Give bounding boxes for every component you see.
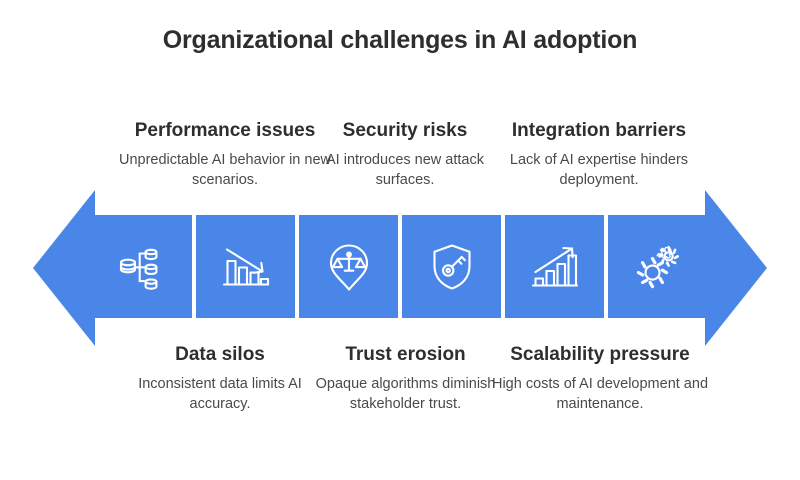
tile-trust-erosion[interactable] bbox=[299, 215, 398, 318]
tile-data-silos[interactable] bbox=[93, 215, 192, 318]
arrow-shaft bbox=[93, 215, 707, 318]
label-description: Inconsistent data limits AI accuracy. bbox=[138, 375, 302, 412]
label-group-security-risks: Security risks AI introduces new attack … bbox=[305, 120, 505, 190]
label-description: AI introduces new attack surfaces. bbox=[326, 152, 484, 188]
label-heading: Performance issues bbox=[134, 120, 316, 142]
growth-bar-chart-icon bbox=[527, 239, 583, 295]
tile-performance-issues[interactable] bbox=[196, 215, 295, 318]
label-description: Unpredictable AI behavior in new scenari… bbox=[119, 152, 331, 188]
label-description: Opaque algorithms diminish stakeholder t… bbox=[315, 375, 496, 412]
label-description: High costs of AI development and mainten… bbox=[491, 375, 709, 412]
tile-scalability-pressure[interactable] bbox=[505, 215, 604, 318]
process-arrow-band bbox=[0, 190, 800, 346]
label-group-integration-barriers: Integration barriers Lack of AI expertis… bbox=[491, 120, 707, 190]
tile-security-risks[interactable] bbox=[402, 215, 501, 318]
label-heading: Security risks bbox=[342, 120, 468, 142]
label-group-performance-issues: Performance issues Unpredictable AI beha… bbox=[97, 120, 353, 190]
tile-integration-barriers[interactable] bbox=[608, 215, 707, 318]
label-description: Lack of AI expertise hinders deployment. bbox=[509, 152, 689, 188]
label-heading: Data silos bbox=[175, 344, 265, 365]
label-heading: Trust erosion bbox=[345, 344, 466, 365]
arrow-head-left-icon bbox=[33, 190, 95, 346]
label-heading: Scalability pressure bbox=[510, 344, 690, 365]
gears-icon bbox=[630, 239, 686, 295]
bottom-label-row: Data silos Inconsistent data limits AI a… bbox=[0, 344, 800, 464]
data-silos-icon bbox=[115, 239, 171, 295]
top-label-row: Performance issues Unpredictable AI beha… bbox=[0, 100, 800, 190]
page-title: Organizational challenges in AI adoption bbox=[162, 26, 638, 54]
declining-bar-chart-icon bbox=[218, 239, 274, 295]
label-heading: Integration barriers bbox=[511, 120, 687, 142]
trust-scales-pin-icon bbox=[321, 239, 377, 295]
shield-key-icon bbox=[424, 239, 480, 295]
label-group-data-silos: Data silos Inconsistent data limits AI a… bbox=[112, 344, 328, 414]
label-group-trust-erosion: Trust erosion Opaque algorithms diminish… bbox=[303, 344, 508, 414]
label-group-scalability-pressure: Scalability pressure High costs of AI de… bbox=[489, 344, 711, 414]
arrow-head-right-icon bbox=[705, 190, 767, 346]
